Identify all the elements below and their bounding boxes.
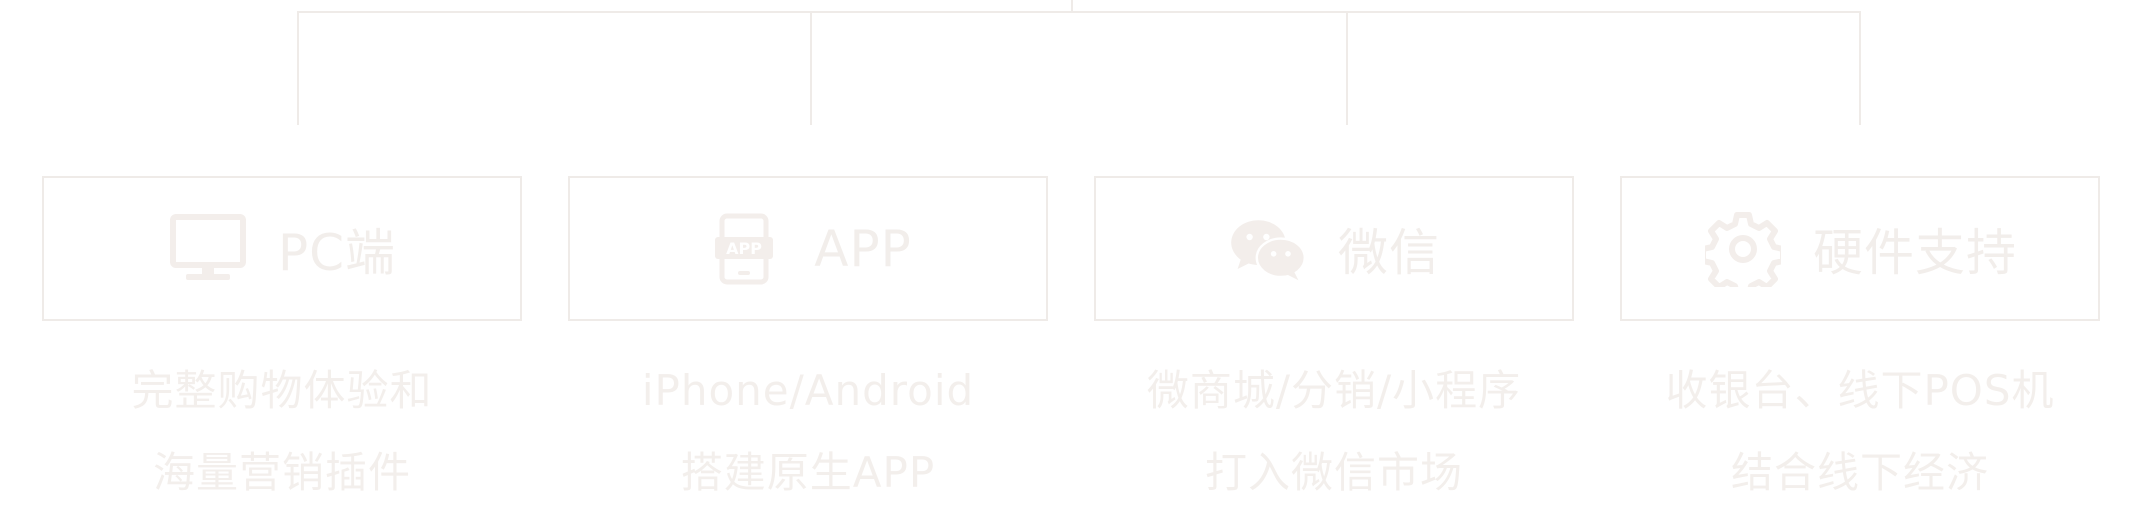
desc-line: 搭建原生APP [680,448,936,497]
connector-drop-4 [1859,11,1861,125]
platform-card-pc: PC端 [42,176,522,321]
platform-card-wechat: 微信 [1094,176,1574,321]
desc-line: 完整购物体验和 [131,366,433,415]
monitor-icon [168,209,248,289]
platform-desc-pc: 完整购物体验和 海量营销插件 [42,350,522,514]
connector-stem [1071,0,1073,12]
platform-desc-wechat: 微商城/分销/小程序 打入微信市场 [1094,350,1574,514]
desc-line: 海量营销插件 [152,448,411,497]
desc-line: 微商城/分销/小程序 [1146,366,1522,415]
wechat-icon [1228,209,1308,289]
platform-title-pc: PC端 [277,223,397,282]
platform-title-wechat: 微信 [1338,223,1440,282]
connector-drop-2 [810,11,812,125]
platform-desc-app: iPhone/Android 搭建原生APP [568,350,1048,514]
gear-icon [1703,209,1783,289]
desc-line: 收银台、线下POS机 [1665,366,2055,415]
platform-title-hardware: 硬件支持 [1813,223,2017,282]
platform-card-hardware: 硬件支持 [1620,176,2100,321]
platform-desc-hardware: 收银台、线下POS机 结合线下经济 [1620,350,2100,514]
svg-text:APP: APP [726,239,762,258]
desc-line: 打入微信市场 [1204,448,1463,497]
connector-drop-3 [1346,11,1348,125]
desc-line: iPhone/Android [641,366,975,415]
app-phone-icon: APP [704,209,784,289]
platform-card-app: APP APP [568,176,1048,321]
desc-line: 结合线下经济 [1730,448,1989,497]
connector-horizontal [297,11,1861,13]
connector-drop-1 [297,11,299,125]
platform-title-app: APP [814,219,912,278]
